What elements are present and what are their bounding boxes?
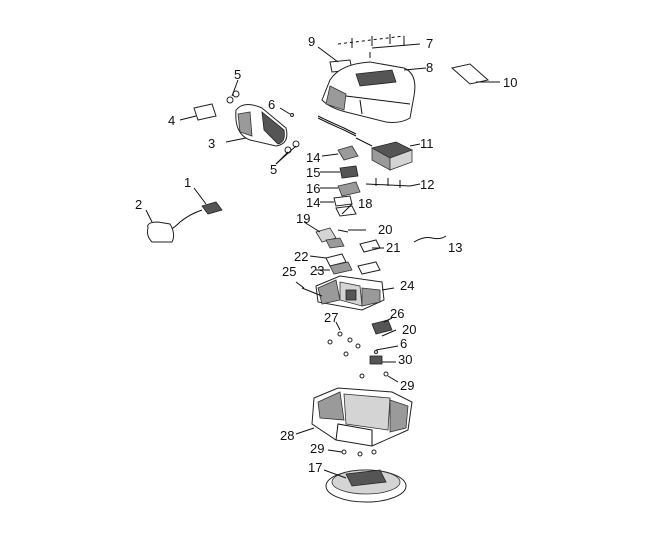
part-6-pin: [279, 107, 294, 117]
callout-27: 27: [324, 310, 338, 325]
callout-2: 2: [135, 197, 142, 212]
part-29-screws-upper: [359, 371, 399, 383]
callout-17: 17: [308, 460, 322, 475]
callout-29-upper: 29: [400, 378, 414, 393]
callout-26: 26: [390, 306, 404, 321]
part-24-chassis: [315, 275, 395, 311]
part-4-label: [179, 103, 217, 121]
callout-4: 4: [168, 113, 175, 128]
callout-19: 19: [296, 211, 310, 226]
wire-harness: [317, 115, 357, 137]
callout-10: 10: [503, 75, 517, 90]
part-20-pin-upper: [337, 229, 366, 233]
part-6-pin-lower: [374, 345, 399, 354]
part-14-bracket-upper: [321, 145, 359, 161]
part-3-front-cover: [225, 104, 288, 147]
callout-6-lower: 6: [400, 336, 407, 351]
callout-14-lower: 14: [306, 195, 320, 210]
callout-8: 8: [426, 60, 433, 75]
part-21-clip: [359, 239, 384, 253]
part-23-clip: [316, 261, 381, 275]
callout-16: 16: [306, 181, 320, 196]
callout-9: 9: [308, 34, 315, 49]
part-8-top-hood: [321, 61, 427, 123]
part-16-sensor: [320, 181, 361, 197]
part-29-screws-lower: [327, 449, 377, 457]
callout-7: 7: [426, 36, 433, 51]
callout-labels: 1 2 3 4 5 5 6 7 8 9 10 11 12 13 14 14 15…: [135, 34, 517, 475]
callout-24: 24: [400, 278, 414, 293]
callout-14-upper: 14: [306, 150, 320, 165]
part-22-clip: [309, 253, 347, 267]
callout-11: 11: [420, 136, 434, 151]
callout-15: 15: [306, 165, 320, 180]
part-26-switch-assembly: [371, 317, 393, 335]
part-11-battery: [355, 137, 421, 171]
callout-28: 28: [280, 428, 294, 443]
callout-5-upper: 5: [234, 67, 241, 82]
callout-30: 30: [398, 352, 412, 367]
part-14-bracket-lower: [320, 195, 353, 207]
callout-18: 18: [358, 196, 372, 211]
callout-29-lower: 29: [310, 441, 324, 456]
part-7-screws: [337, 34, 421, 58]
part-17-base-plate: [323, 469, 407, 503]
callout-20-lower: 20: [402, 322, 416, 337]
part-20-pin-lower: [381, 329, 397, 337]
callout-12: 12: [420, 177, 434, 192]
callout-22: 22: [294, 249, 308, 264]
callout-3: 3: [208, 136, 215, 151]
callout-6-upper: 6: [268, 97, 275, 112]
part-2-bag: [145, 209, 175, 243]
part-27-screws: [327, 321, 361, 357]
callout-13: 13: [448, 240, 462, 255]
part-5-screws: [226, 79, 300, 165]
callout-21: 21: [386, 240, 400, 255]
callout-1: 1: [184, 175, 191, 190]
callout-23: 23: [310, 263, 324, 278]
part-19-bracket: [303, 221, 345, 249]
part-25-screw: [295, 281, 323, 297]
part-12-screws: [365, 178, 421, 188]
callout-25: 25: [282, 264, 296, 279]
part-1-connector: [167, 187, 223, 231]
part-28-lower-body: [295, 387, 413, 447]
callout-20-upper: 20: [378, 222, 392, 237]
part-18-clip: [335, 203, 357, 217]
callout-5-lower: 5: [270, 162, 277, 177]
part-13-boundary-wire: [413, 235, 447, 243]
part-15-switch: [320, 165, 359, 179]
part-10-side-label: [450, 63, 500, 85]
part-30-connector: [369, 355, 396, 365]
